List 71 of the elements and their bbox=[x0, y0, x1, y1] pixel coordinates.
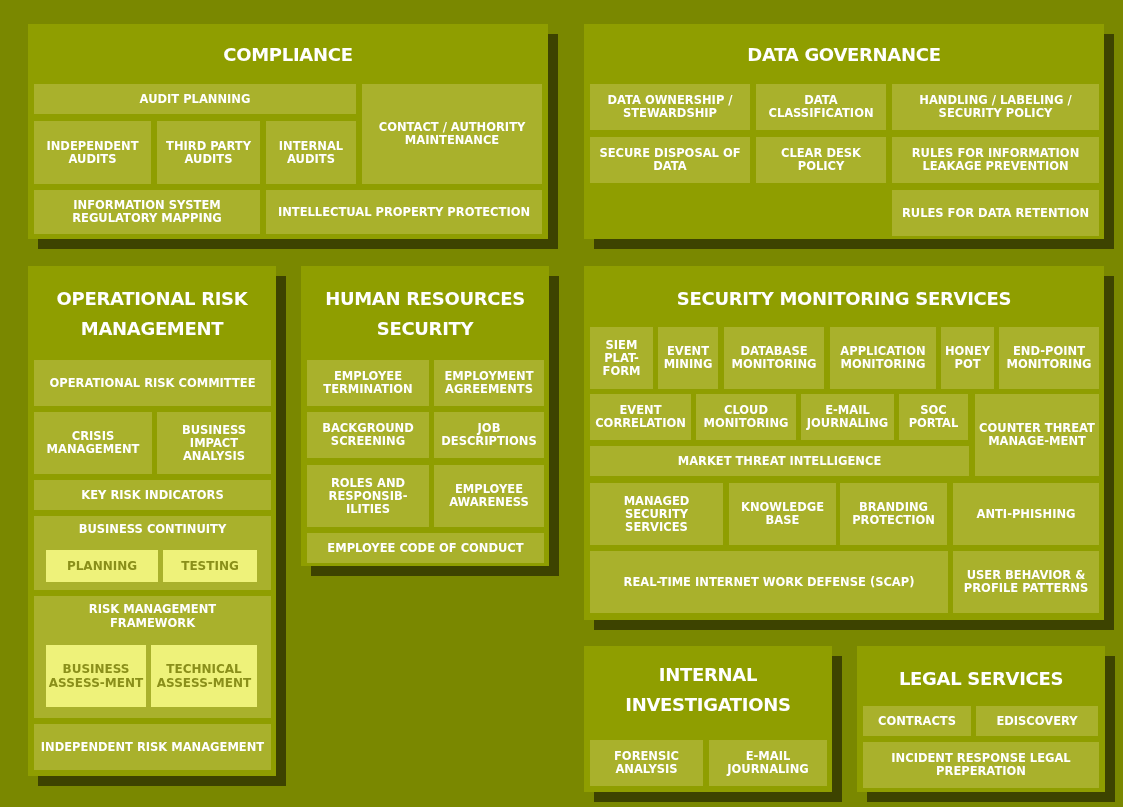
category-panel bbox=[584, 24, 1104, 239]
capability-box: MANAGED SECURITY SERVICES bbox=[590, 483, 723, 545]
capability-box: AUDIT PLANNING bbox=[34, 84, 356, 114]
sub-capability-box: BUSINESS ASSESS-MENT bbox=[46, 645, 146, 707]
panel-title: SECURITY MONITORING SERVICES bbox=[675, 287, 1013, 311]
capability-box: ROLES AND RESPONSIB-ILITIES bbox=[307, 465, 429, 527]
capability-box: USER BEHAVIOR & PROFILE PATTERNS bbox=[953, 551, 1099, 613]
sub-capability-box: TESTING bbox=[163, 550, 257, 582]
category-panel bbox=[857, 646, 1105, 792]
sub-capability-box: PLANNING bbox=[46, 550, 158, 582]
category-panel bbox=[28, 24, 548, 239]
capability-box: CLEAR DESK POLICY bbox=[756, 137, 886, 183]
capability-box: DATA CLASSIFICATION bbox=[756, 84, 886, 130]
capability-box: CONTRACTS bbox=[863, 706, 971, 736]
capability-box: INDEPENDENT RISK MANAGEMENT bbox=[34, 724, 271, 770]
panel-title: INTERNAL INVESTIGATIONS bbox=[624, 663, 792, 717]
capability-box: INFORMATION SYSTEM REGULATORY MAPPING bbox=[34, 190, 260, 234]
capability-box: SECURE DISPOSAL OF DATA bbox=[590, 137, 750, 183]
capability-box: BRANDING PROTECTION bbox=[840, 483, 947, 545]
capability-box: SOC PORTAL bbox=[899, 394, 968, 440]
capability-box: EMPLOYMENT AGREEMENTS bbox=[434, 360, 544, 406]
capability-box: EMPLOYEE TERMINATION bbox=[307, 360, 429, 406]
capability-box: THIRD PARTY AUDITS bbox=[157, 121, 260, 184]
capability-box: E-MAIL JOURNALING bbox=[801, 394, 894, 440]
panel-title: COMPLIANCE bbox=[222, 43, 354, 67]
capability-box: E-MAIL JOURNALING bbox=[709, 740, 827, 786]
capability-box: INDEPENDENT AUDITS bbox=[34, 121, 151, 184]
capability-box: HONEY POT bbox=[941, 327, 994, 389]
capability-box: OPERATIONAL RISK COMMITTEE bbox=[34, 360, 271, 406]
category-panel bbox=[28, 266, 276, 776]
category-panel bbox=[584, 646, 832, 792]
capability-box: EMPLOYEE CODE OF CONDUCT bbox=[307, 533, 544, 563]
capability-group-box bbox=[34, 596, 271, 718]
capability-box: ANTI-PHISHING bbox=[953, 483, 1099, 545]
capability-box: JOB DESCRIPTIONS bbox=[434, 412, 544, 458]
capability-box: SIEM PLAT-FORM bbox=[590, 327, 653, 389]
capability-box: MARKET THREAT INTELLIGENCE bbox=[590, 446, 969, 476]
capability-box: INCIDENT RESPONSE LEGAL PREPERATION bbox=[863, 742, 1099, 788]
capability-box: DATA OWNERSHIP / STEWARDSHIP bbox=[590, 84, 750, 130]
capability-box: FORENSIC ANALYSIS bbox=[590, 740, 703, 786]
panel-title: DATA GOVERNANCE bbox=[746, 43, 942, 67]
capability-box: BUSINESS IMPACT ANALYSIS bbox=[157, 412, 271, 474]
panel-title: OPERATIONAL RISK MANAGEMENT bbox=[55, 287, 249, 341]
capability-box: APPLICATION MONITORING bbox=[830, 327, 936, 389]
capability-box: END-POINT MONITORING bbox=[999, 327, 1099, 389]
group-title: BUSINESS CONTINUITY bbox=[77, 522, 228, 536]
capability-box: RULES FOR INFORMATION LEAKAGE PREVENTION bbox=[892, 137, 1099, 183]
capability-box: EMPLOYEE AWARENESS bbox=[434, 465, 544, 527]
category-panel bbox=[301, 266, 549, 566]
capability-box: EVENT CORRELATION bbox=[590, 394, 691, 440]
capability-box: INTERNAL AUDITS bbox=[266, 121, 356, 184]
capability-box: CLOUD MONITORING bbox=[696, 394, 796, 440]
capability-box: RULES FOR DATA RETENTION bbox=[892, 190, 1099, 236]
capability-box: HANDLING / LABELING / SECURITY POLICY bbox=[892, 84, 1099, 130]
capability-box: INTELLECTUAL PROPERTY PROTECTION bbox=[266, 190, 542, 234]
panel-title: HUMAN RESOURCES SECURITY bbox=[324, 287, 526, 341]
capability-box: EVENT MINING bbox=[658, 327, 718, 389]
capability-box: KNOWLEDGE BASE bbox=[729, 483, 836, 545]
capability-box: DATABASE MONITORING bbox=[724, 327, 824, 389]
capability-group-box bbox=[34, 516, 271, 590]
capability-box: COUNTER THREAT MANAGE-MENT bbox=[975, 394, 1099, 476]
capability-box: CRISIS MANAGEMENT bbox=[34, 412, 152, 474]
group-title: RISK MANAGEMENT FRAMEWORK bbox=[87, 602, 218, 630]
sub-capability-box: TECHNICAL ASSESS-MENT bbox=[151, 645, 257, 707]
capability-box: EDISCOVERY bbox=[976, 706, 1098, 736]
capability-box: CONTACT / AUTHORITY MAINTENANCE bbox=[362, 84, 542, 184]
capability-box: BACKGROUND SCREENING bbox=[307, 412, 429, 458]
capability-box: KEY RISK INDICATORS bbox=[34, 480, 271, 510]
panel-title: LEGAL SERVICES bbox=[897, 667, 1065, 691]
capability-box: REAL-TIME INTERNET WORK DEFENSE (SCAP) bbox=[590, 551, 948, 613]
category-panel bbox=[584, 266, 1104, 620]
